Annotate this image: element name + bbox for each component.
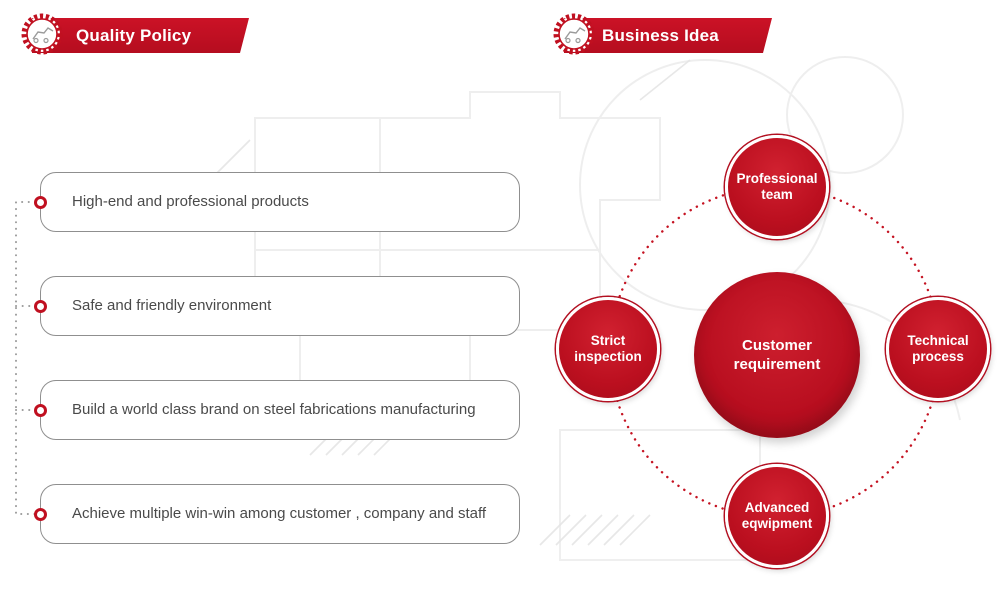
- policy-item-1: High-end and professional products: [34, 172, 520, 232]
- bullet-ring-icon: [34, 195, 47, 209]
- diagram-node-label: Technical process: [907, 332, 969, 364]
- gear-machinery-icon: [551, 11, 597, 57]
- policy-item-label: Achieve multiple win-win among customer …: [72, 504, 487, 522]
- diagram-node-left: Strict inspection: [556, 297, 660, 401]
- business-idea-title: Business Idea: [602, 25, 719, 45]
- bullet-ring-icon: [34, 299, 47, 313]
- diagram-node-label: Strict inspection: [574, 332, 642, 364]
- policy-item-label: Build a world class brand on steel fabri…: [72, 400, 476, 418]
- diagram-node-right: Technical process: [886, 297, 990, 401]
- quality-policy-title: Quality Policy: [76, 25, 192, 45]
- diagram-center-label: Customer requirement: [733, 336, 821, 374]
- diagram-node-label: Advanced eqwipment: [741, 499, 813, 531]
- policy-item-3: Build a world class brand on steel fabri…: [34, 380, 520, 440]
- policy-item-4: Achieve multiple win-win among customer …: [34, 484, 520, 544]
- gear-machinery-icon: [19, 11, 65, 57]
- diagram-node-top: Professional team: [725, 135, 829, 239]
- diagram-center-node: Customer requirement: [694, 272, 860, 438]
- business-idea-ribbon: Business Idea: [564, 18, 772, 53]
- policy-item-label: High-end and professional products: [72, 192, 309, 210]
- bullet-ring-icon: [34, 403, 47, 417]
- diagram-node-label: Professional team: [736, 170, 818, 202]
- bullet-ring-icon: [34, 507, 47, 521]
- quality-policy-ribbon: Quality Policy: [32, 18, 249, 53]
- diagram-node-bottom: Advanced eqwipment: [725, 464, 829, 568]
- policy-item-2: Safe and friendly environment: [34, 276, 520, 336]
- policy-item-label: Safe and friendly environment: [72, 296, 272, 314]
